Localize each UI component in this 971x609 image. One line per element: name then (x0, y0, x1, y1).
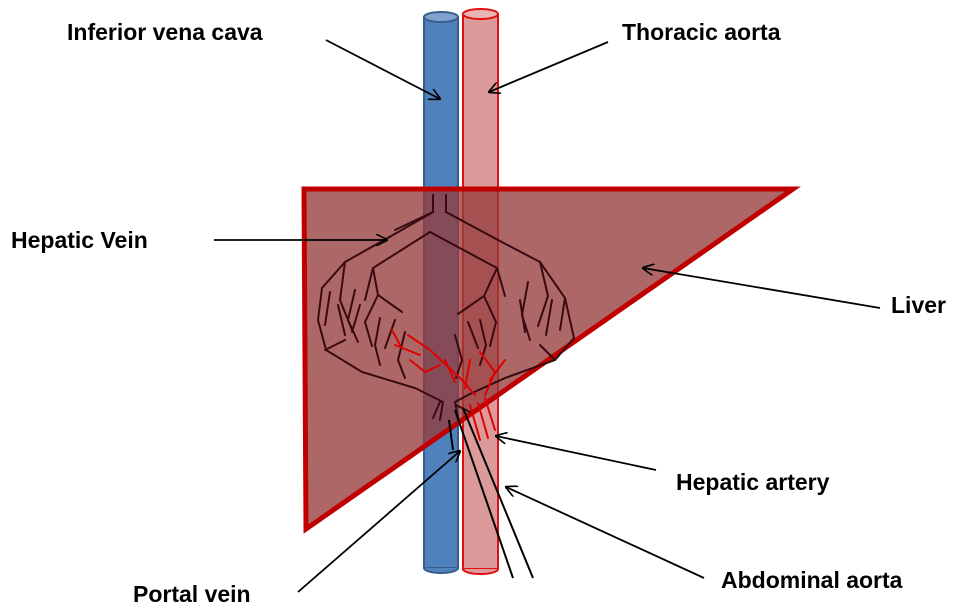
label-hepatic-artery: Hepatic artery (676, 471, 829, 494)
arrow-hepatic-artery (496, 436, 656, 470)
label-abdominal-aorta: Abdominal aorta (721, 569, 902, 592)
label-liver: Liver (891, 294, 946, 317)
arrow-liver (643, 268, 880, 308)
label-hepatic-vein: Hepatic Vein (11, 229, 148, 252)
arrow-thoracic-aorta (489, 42, 608, 92)
arrow-abdominal-aorta (506, 487, 704, 578)
label-portal-vein: Portal vein (133, 583, 251, 606)
label-inferior-vena-cava: Inferior vena cava (67, 21, 263, 44)
label-thoracic-aorta: Thoracic aorta (622, 21, 781, 44)
arrow-inferior-vena-cava (326, 40, 440, 99)
